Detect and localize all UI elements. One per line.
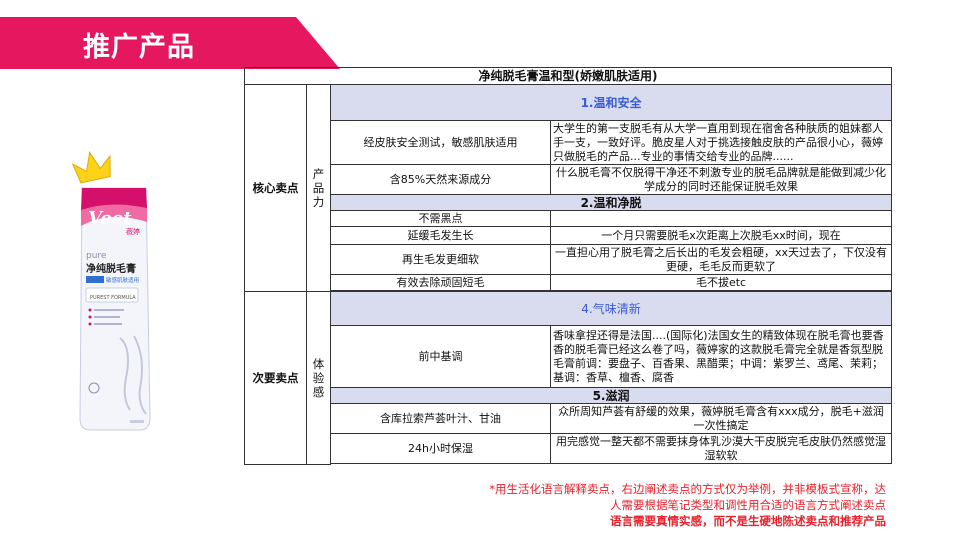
section-heading: 4.气味清新 [329,291,893,326]
desc-cell [549,210,893,227]
feature-cell: 延缓毛发生长 [330,226,551,245]
section-heading: 5.滋润 [329,387,893,404]
desc-cell: 一直担心用了脱毛膏之后长出的毛发会粗硬，xx天过去了，下仅没有更硬，毛毛反而更软… [549,244,893,275]
selling-points-table: 净纯脱毛膏温和型(娇嫩肌肤适用) 核心卖点 产品力 1.温和安全 经皮肤安全测试… [243,67,893,465]
secondary-sub-label: 体验感 [306,291,331,465]
core-group-label: 核心卖点 [244,84,307,292]
feature-cell: 含库拉索芦荟叶汁、甘油 [330,403,551,434]
product-image: Veet 薇婷 pure 净纯脱毛膏 敏感肌肤适用 PUREST FORMULA [60,148,170,440]
feature-cell: 24h小时保湿 [330,433,551,464]
note-line-3: 语言需要真情实感，而不是生硬地陈述卖点和推荐产品 [610,514,886,528]
product-tube-illustration: Veet 薇婷 pure 净纯脱毛膏 敏感肌肤适用 PUREST FORMULA [71,151,151,431]
page-title: 推广产品 [83,32,195,63]
desc-cell: 什么脱毛膏不仅脱得干净还不刺激专业的脱毛品牌就是能做到减少化学成分的同时还能保证… [549,164,893,195]
crown-icon [71,151,111,184]
header-banner: 推广产品 [0,17,340,69]
svg-text:pure: pure [86,251,107,261]
desc-cell: 毛不拔etc [549,274,893,291]
svg-text:PUREST FORMULA: PUREST FORMULA [90,295,136,301]
core-sub-text: 产品力 [312,167,325,209]
feature-cell: 含85%天然来源成分 [330,164,551,195]
desc-cell: 大学生的第一支脱毛有从大学一直用到现在宿舍各种肤质的姐妹都人手一支，一致好评。脆… [549,120,893,165]
svg-text:敏感肌肤适用: 敏感肌肤适用 [106,276,139,284]
notes-block: *用生活化语言解释卖点，右边阐述卖点的方式仅为举例，并非模板式宣称，达 人需要根… [489,481,886,529]
feature-cell: 再生毛发更细软 [330,244,551,275]
svg-text:薇婷: 薇婷 [126,227,140,236]
table-title: 净纯脱毛膏温和型(娇嫩肌肤适用) [243,67,893,85]
feature-cell: 不需黑点 [330,210,551,227]
note-line-2: 人需要根据笔记类型和调性用合适的语言方式阐述卖点 [610,498,886,512]
desc-cell: 香味拿捏还得是法国....(国际化)法国女生的精致体现在脱毛膏也要香香的脱毛膏已… [549,325,893,388]
banner-shape [0,17,340,69]
svg-text:净纯脱毛膏: 净纯脱毛膏 [86,262,136,275]
section-heading: 2.温和净脱 [329,194,893,211]
feature-cell: 前中基调 [330,325,551,388]
feature-cell: 经皮肤安全测试，敏感肌肤适用 [330,120,551,165]
feature-cell: 有效去除顽固短毛 [330,274,551,291]
desc-cell: 一个月只需要脱毛x次距离上次脱毛xx时间，现在 [549,226,893,245]
desc-cell: 众所周知芦荟有舒缓的效果，薇婷脱毛膏含有xxx成分，脱毛+滋润一次性搞定 [549,403,893,434]
secondary-sub-text: 体验感 [312,356,325,399]
svg-text:Veet: Veet [88,208,132,229]
section-heading: 1.温和安全 [329,84,893,121]
core-sub-label: 产品力 [306,84,331,292]
secondary-group-label: 次要卖点 [244,291,307,465]
note-line-1: *用生活化语言解释卖点，右边阐述卖点的方式仅为举例，并非模板式宣称，达 [489,482,886,496]
desc-cell: 用完感觉一整天都不需要抹身体乳沙漠大干皮脱完毛皮肤仍然感觉湿湿软软 [549,433,893,464]
